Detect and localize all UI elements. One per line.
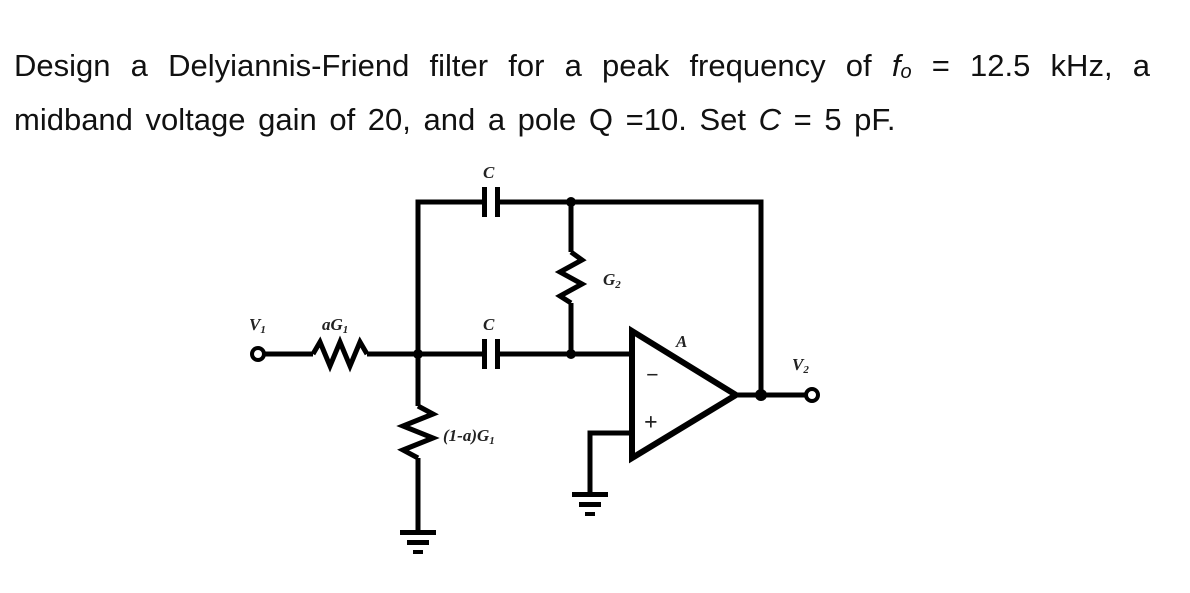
f-subscript: o [900,61,912,83]
resistor-1-a-G1 [396,403,440,461]
label-V1: V1 [249,315,266,336]
ground-icon [572,492,608,516]
opamp-noninverting-sign: + [644,410,658,436]
c-symbol: C [758,102,781,137]
label-V1-main: V [249,315,262,334]
capacitor-series [482,339,500,369]
resistor-G2 [554,249,588,306]
junction-dot [566,349,576,359]
label-1-a-G1-main: (1-a)G [443,426,490,445]
problem-text: midband voltage gain of 20, and a pole Q… [14,102,759,137]
wire-top-left [415,199,483,354]
wire-noninverting [587,430,631,494]
label-opamp-gain: A [675,332,687,351]
junction-dot [755,389,767,401]
junction-dot [413,349,423,359]
label-aG1-sub: 1 [343,324,349,336]
label-V2-main: V [792,355,805,374]
f-symbol: f [891,48,901,83]
input-terminal [250,346,266,362]
problem-statement: Design a Delyiannis-Friend filter for a … [14,42,1164,144]
capacitance-value: = 5 pF. [780,102,896,137]
opamp-inverting-sign: − [646,362,659,387]
problem-text: Design a Delyiannis-Friend filter for a … [14,48,872,83]
label-aG1: aG1 [322,315,348,336]
label-G2: G2 [603,270,621,291]
label-V2: V2 [792,355,809,376]
label-series-capacitor: C [483,315,495,334]
resistor-aG1 [310,335,370,373]
output-terminal [804,387,820,403]
label-G2-sub: 2 [614,279,621,291]
label-G2-main: G [603,270,616,289]
label-aG1-main: aG [322,315,344,334]
problem-line-1: Design a Delyiannis-Friend filter for a … [14,42,1150,96]
ground-icon [400,530,436,554]
capacitor-top [482,187,500,217]
junction-dot [566,197,576,207]
label-1-a-G1-sub: 1 [489,435,495,447]
label-top-capacitor: C [483,163,495,182]
label-V2-sub: 2 [802,364,809,376]
label-1-a-G1: (1-a)G1 [443,426,495,447]
label-V1-sub: 1 [260,324,266,336]
frequency-value: = 12.5 kHz, a [911,48,1150,83]
problem-line-2: midband voltage gain of 20, and a pole Q… [14,96,1164,144]
opamp-triangle [629,325,742,464]
wire-top-right [499,199,764,395]
